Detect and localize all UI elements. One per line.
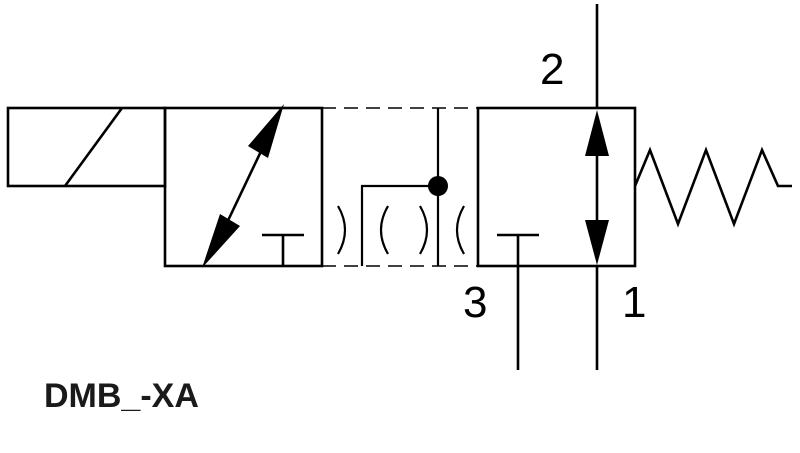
arrow-head-up <box>585 110 609 156</box>
left-envelope <box>163 104 324 268</box>
return-spring <box>633 146 792 228</box>
transition-envelope <box>322 107 478 267</box>
right-envelope <box>476 106 637 268</box>
port-label-1: 1 <box>622 278 646 327</box>
port-label-3: 3 <box>463 278 487 327</box>
model-code: DMB_-XA <box>44 377 199 415</box>
arrow-head-down <box>202 214 240 268</box>
port-label-2: 2 <box>540 45 564 94</box>
arrow-head-up <box>248 104 284 158</box>
port-lines <box>516 4 599 370</box>
arrow-head-down <box>585 220 609 265</box>
solenoid-actuator <box>6 106 167 188</box>
